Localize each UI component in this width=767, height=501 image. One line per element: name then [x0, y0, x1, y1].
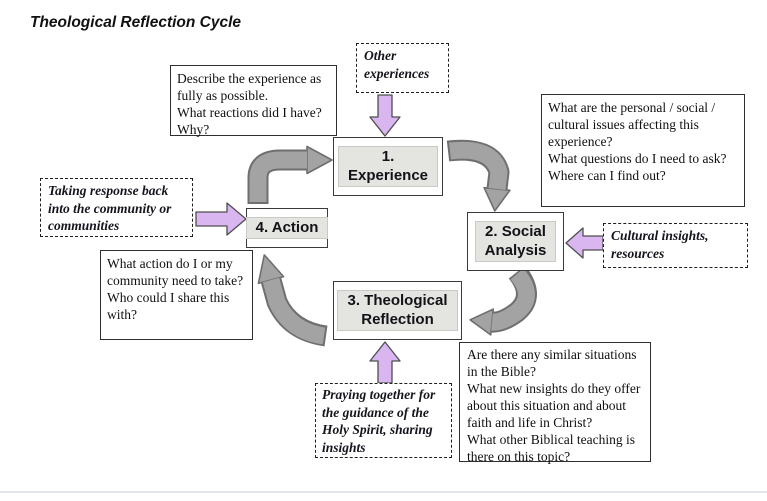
question-line: Where can I find out? — [548, 168, 666, 183]
question-box-theological: Are there any similar situations in the … — [459, 342, 651, 464]
page-bottom-divider — [0, 491, 767, 493]
note-taking-response: Taking response back into the community … — [40, 178, 193, 237]
question-line: What are the personal / social / cultura… — [548, 100, 716, 149]
stage-experience-label: 1. Experience — [337, 145, 439, 188]
question-line: What other Biblical teaching is there on… — [467, 432, 635, 464]
note-cultural-insights: Cultural insights, resources — [603, 223, 748, 268]
question-box-action: What action do I or my community need to… — [100, 250, 253, 340]
question-line: What reactions did I have? — [177, 105, 322, 120]
question-line: Describe the experience as fully as poss… — [177, 71, 322, 103]
question-box-experience: Describe the experience as fully as poss… — [170, 65, 337, 137]
stage-action: 4. Action — [245, 208, 329, 248]
question-line: What new insights do they offer about th… — [467, 381, 641, 430]
stage-theological-reflection-label: 3. Theological Reflection — [337, 289, 458, 332]
stage-social-analysis: 2. Social Analysis — [467, 212, 564, 271]
stage-name: Analysis — [484, 241, 547, 259]
arrow-praying-up-icon — [369, 341, 401, 384]
arrow-cultural-insights-left-icon — [565, 227, 604, 259]
question-line: What action do I or my community need to… — [107, 256, 244, 288]
stage-number: 3. Theological — [347, 291, 448, 309]
stage-name: Experience — [347, 166, 429, 184]
stage-social-analysis-label: 2. Social Analysis — [474, 220, 557, 263]
stage-experience: 1. Experience — [333, 137, 443, 196]
note-praying: Praying together for the guidance of the… — [315, 383, 452, 458]
question-line: Are there any similar situations in the … — [467, 347, 637, 379]
arrow-taking-response-right-icon — [195, 202, 247, 236]
arrow-social-to-theological-icon — [469, 265, 537, 336]
question-line: Who could I share this with? — [107, 290, 230, 322]
arrow-theological-to-action-icon — [257, 254, 328, 347]
arrow-action-to-experience-icon — [247, 145, 333, 204]
question-line: What questions do I need to ask? — [548, 151, 727, 166]
stage-theological-reflection: 3. Theological Reflection — [333, 281, 462, 340]
stage-number: 1. — [381, 147, 395, 165]
stage-name: Reflection — [361, 310, 434, 328]
arrow-other-experiences-down-icon — [369, 94, 401, 137]
note-other-experiences: Other experiences — [356, 43, 449, 93]
stage-action-label: 4. Action — [245, 216, 329, 240]
arrow-experience-to-social-icon — [446, 139, 511, 212]
question-line: Why? — [177, 122, 210, 137]
question-box-social: What are the personal / social / cultura… — [541, 94, 745, 207]
stage-number: 2. Social — [485, 222, 546, 240]
page-title: Theological Reflection Cycle — [30, 14, 242, 31]
